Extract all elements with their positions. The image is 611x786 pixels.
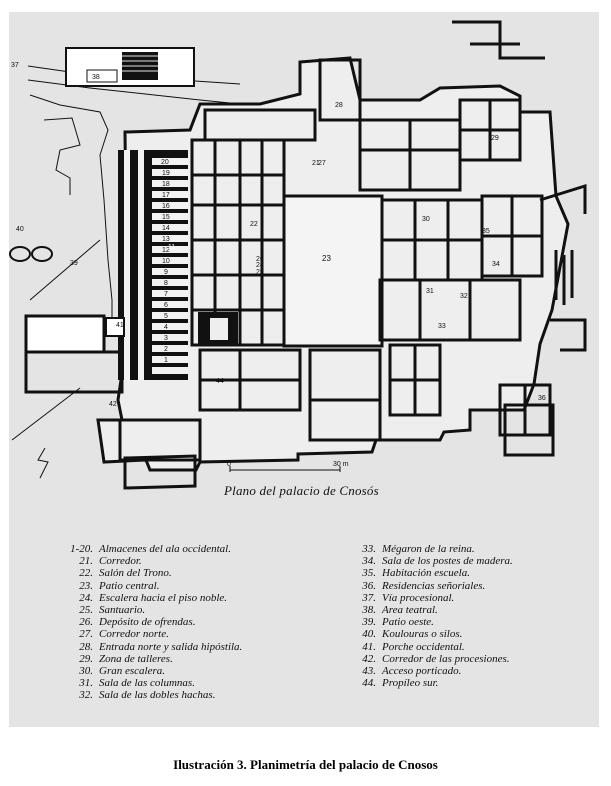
room: [86, 69, 118, 83]
plan-title: Plano del palacio de Cnosós: [224, 483, 379, 498]
label-11: 11: [168, 244, 175, 251]
scale-start: 0: [227, 461, 231, 468]
label-2: 2: [164, 346, 168, 353]
label-27: 27: [318, 160, 326, 167]
label-39: 39: [70, 260, 78, 267]
road-line: [43, 117, 81, 195]
label-13: 13: [162, 236, 170, 243]
label-20: 20: [161, 159, 169, 166]
label-6: 6: [164, 302, 168, 309]
legend-item: 31.Sala de las columnas.: [79, 677, 195, 690]
koulouras-pit: [9, 246, 31, 262]
koulouras-pit: [31, 246, 53, 262]
north-entrance: [318, 58, 362, 122]
label-21: 21: [312, 160, 320, 167]
road-line: [27, 79, 241, 105]
label-1: 1: [164, 357, 168, 364]
road-line: [29, 239, 101, 301]
legend-item: 1-20.Almacenes del ala occidental.: [70, 543, 231, 555]
figure-caption: Ilustración 3. Planimetría del palacio d…: [173, 757, 438, 772]
label-36: 36: [538, 395, 546, 402]
central-court: [282, 194, 384, 348]
legend-item: 44.Propíleo sur.: [362, 677, 439, 690]
label-25: 25: [256, 269, 264, 276]
court-opening: [210, 318, 228, 340]
road-line: [29, 94, 113, 320]
label-41: 41: [116, 322, 124, 329]
label-23: 23: [322, 254, 331, 263]
legend-item: 39.Patio oeste.: [362, 616, 434, 629]
legend-item: 36.Residencias señoriales.: [362, 579, 486, 592]
label-35: 35: [482, 228, 490, 235]
label-42: 42: [109, 401, 117, 408]
label-8: 8: [164, 280, 168, 287]
break-mark: [37, 447, 49, 479]
legend-item: 41.Porche occidental.: [362, 640, 465, 653]
label-12: 12: [162, 247, 170, 254]
label-28: 28: [335, 102, 343, 109]
label-34: 34: [492, 261, 500, 268]
label-29: 29: [491, 135, 499, 142]
west-porch: [105, 317, 125, 337]
legend-left: 1-20.Almacenes del ala occidental. 21.Co…: [55, 543, 242, 701]
west-building: [24, 314, 106, 354]
label-19: 19: [162, 170, 170, 177]
legend-item: 27.Corredor norte.: [79, 628, 169, 641]
label-9: 9: [164, 269, 168, 276]
label-33: 33: [438, 323, 446, 330]
label-24: 24: [256, 262, 264, 269]
legend-item: 24.Escalera hacia el piso noble.: [79, 591, 228, 604]
label-44: 44: [216, 378, 224, 385]
label-16: 16: [162, 203, 170, 210]
road-line: [11, 387, 81, 441]
legend-item: 40.Koulouras o silos.: [362, 628, 463, 641]
legend-item: 25.Santuario.: [79, 603, 146, 616]
label-5: 5: [164, 313, 168, 320]
label-14: 14: [162, 225, 170, 232]
label-37: 37: [11, 62, 19, 69]
legend-item: 35.Habitación escuela.: [362, 567, 470, 580]
label-40: 40: [16, 226, 24, 233]
legend-item: 43.Acceso porticado.: [362, 664, 462, 677]
legend-item: 38.Area teatral.: [362, 603, 438, 616]
label-4: 4: [164, 324, 168, 331]
magazine-rooms: [124, 150, 188, 380]
scale-end: 30 m: [333, 461, 349, 468]
label-3: 3: [164, 335, 168, 342]
legend-item: 22.Salón del Trono.: [79, 567, 172, 580]
legend-item: 28.Entrada norte y salida hipóstila.: [79, 640, 243, 653]
label-7: 7: [164, 291, 168, 298]
label-31: 31: [426, 288, 434, 295]
label-22: 22: [250, 221, 258, 228]
legend-right: 33.Mégaron de la reina. 34.Sala de los p…: [354, 543, 513, 689]
label-17: 17: [162, 192, 170, 199]
legend-item: 30.Gran escalera.: [79, 664, 165, 677]
palace-floor-plan: 0 30 m 20 19 18 17 16 15 14 13 12 11 10 …: [9, 20, 587, 490]
legend-item: 29.Zona de talleres.: [79, 652, 173, 665]
label-30: 30: [422, 216, 430, 223]
legend-item: 32.Sala de las dobles hachas.: [79, 689, 216, 702]
legend-item: 34.Sala de los postes de madera.: [362, 555, 513, 568]
west-building: [24, 350, 124, 394]
label-10: 10: [162, 258, 170, 265]
legend-item: 21.Corredor.: [79, 555, 142, 568]
legend-item: 23.Patio central.: [79, 579, 160, 592]
label-26: 26: [256, 256, 264, 263]
label-32: 32: [460, 293, 468, 300]
label-15: 15: [162, 214, 170, 221]
legend-item: 33.Mégaron de la reina.: [362, 543, 475, 555]
northeast-wall: [452, 20, 545, 60]
legend-item: 37.Vía procesional.: [362, 591, 455, 604]
legend-item: 42.Corredor de las procesiones.: [362, 652, 510, 665]
label-38: 38: [92, 74, 100, 81]
south-house: [123, 454, 197, 490]
label-18: 18: [162, 181, 170, 188]
legend-item: 26.Depósito de ofrendas.: [79, 616, 196, 629]
